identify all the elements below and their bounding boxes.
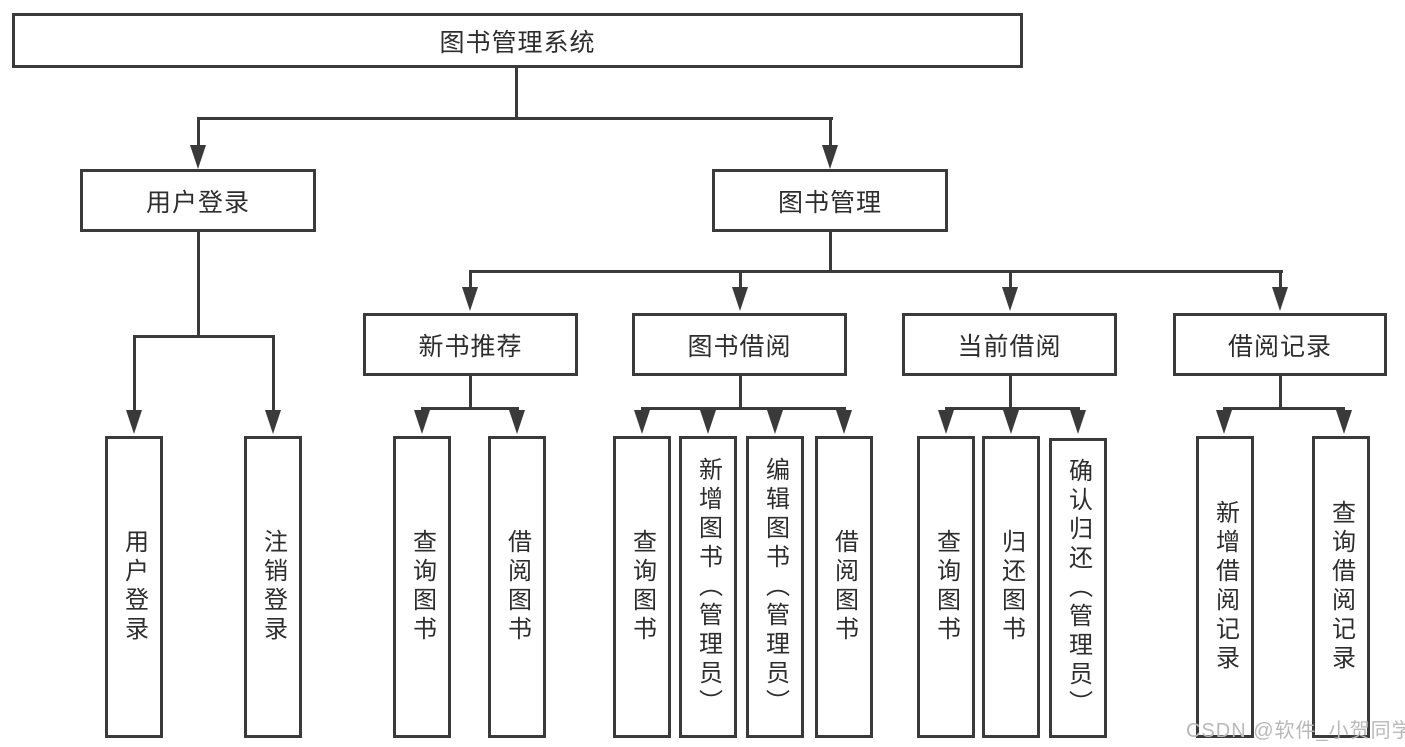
connector-bookmgmt-drop-3: [1009, 270, 1012, 289]
node-label: 图书借阅: [687, 332, 792, 361]
node-library-management-system: 图书管理系统: [12, 13, 1023, 68]
connector-records-stem: [1279, 376, 1282, 409]
arrowhead-down-icon: [509, 410, 525, 434]
leaf-label: 注销登录: [259, 529, 287, 645]
leaf-label: 用户登录: [120, 529, 148, 645]
connector-recommend-stem: [469, 376, 472, 409]
connector-root-drop-right: [829, 117, 832, 145]
connector-userlogin-drop-2: [272, 335, 275, 410]
connector-borrow-branch: [641, 407, 846, 410]
leaf-query-books-current: 查询图书: [917, 436, 975, 738]
arrowhead-down-icon: [265, 410, 281, 434]
node-book-borrow: 图书借阅: [632, 313, 847, 376]
arrowhead-down-icon: [126, 410, 142, 434]
arrowhead-down-icon: [1002, 287, 1018, 311]
leaf-label: 新增借阅记录: [1211, 500, 1239, 674]
leaf-add-book-admin: 新增图书（管理员）: [679, 436, 737, 738]
connector-bookmgmt-drop-1: [469, 270, 472, 289]
leaf-user-login: 用户登录: [105, 436, 163, 738]
arrowhead-down-icon: [732, 287, 748, 311]
leaf-query-books-recommend: 查询图书: [393, 436, 451, 738]
connector-records-branch: [1223, 407, 1345, 410]
node-label: 图书管理系统: [439, 28, 596, 57]
leaf-edit-book-admin: 编辑图书（管理员）: [746, 436, 804, 738]
leaf-query-books-borrow: 查询图书: [613, 436, 671, 738]
connector-current-stem: [1009, 376, 1012, 409]
leaf-label: 新增图书（管理员）: [694, 456, 722, 718]
arrowhead-down-icon: [1336, 410, 1352, 434]
node-label: 当前借阅: [957, 332, 1062, 361]
arrowhead-down-icon: [767, 410, 783, 434]
node-label: 借阅记录: [1227, 332, 1332, 361]
arrowhead-down-icon: [462, 287, 478, 311]
arrowhead-down-icon: [1003, 410, 1019, 434]
leaf-confirm-return-admin: 确认归还（管理员）: [1049, 438, 1107, 738]
node-label: 新书推荐: [418, 332, 523, 361]
leaf-label: 编辑图书（管理员）: [761, 456, 789, 718]
csdn-watermark: CSDN @软件_小贺同学: [1186, 720, 1405, 742]
node-current-borrow: 当前借阅: [902, 313, 1117, 376]
leaf-label: 查询图书: [628, 529, 656, 645]
leaf-label: 查询借阅记录: [1327, 500, 1355, 674]
connector-borrow-stem: [739, 376, 742, 409]
leaf-add-borrow-record: 新增借阅记录: [1196, 436, 1254, 738]
leaf-label: 归还图书: [997, 529, 1025, 645]
leaf-label: 借阅图书: [830, 529, 858, 645]
leaf-return-books: 归还图书: [982, 436, 1040, 738]
arrowhead-down-icon: [1216, 410, 1232, 434]
connector-bookmgmt-drop-2: [739, 270, 742, 289]
leaf-query-borrow-record: 查询借阅记录: [1312, 436, 1370, 738]
leaf-label: 查询图书: [932, 529, 960, 645]
connector-bookmgmt-stem: [829, 232, 832, 273]
connector-root-stem: [515, 68, 518, 118]
leaf-borrow-books-recommend: 借阅图书: [488, 436, 546, 738]
leaf-label: 借阅图书: [503, 529, 531, 645]
arrowhead-down-icon: [1070, 410, 1086, 434]
node-label: 图书管理: [777, 188, 882, 217]
connector-userlogin-drop-1: [133, 335, 136, 410]
arrowhead-down-icon: [414, 410, 430, 434]
leaf-borrow-books: 借阅图书: [815, 436, 873, 738]
connector-userlogin-stem: [197, 232, 200, 337]
leaf-logout: 注销登录: [244, 436, 302, 738]
arrowhead-down-icon: [190, 145, 206, 169]
arrowhead-down-icon: [938, 410, 954, 434]
arrowhead-down-icon: [822, 145, 838, 169]
connector-recommend-branch: [421, 407, 519, 410]
arrowhead-down-icon: [634, 410, 650, 434]
connector-root-branch: [197, 117, 833, 120]
node-user-login: 用户登录: [80, 169, 316, 232]
leaf-label: 查询图书: [408, 529, 436, 645]
connector-current-branch: [945, 407, 1080, 410]
connector-bookmgmt-branch: [469, 270, 1283, 273]
node-new-book-recommend: 新书推荐: [363, 313, 578, 376]
connector-bookmgmt-drop-4: [1279, 270, 1282, 289]
arrowhead-down-icon: [836, 410, 852, 434]
leaf-label: 确认归还（管理员）: [1064, 457, 1092, 719]
arrowhead-down-icon: [700, 410, 716, 434]
connector-root-drop-left: [197, 117, 200, 145]
connector-userlogin-branch: [133, 335, 275, 338]
node-label: 用户登录: [145, 188, 250, 217]
node-book-management: 图书管理: [712, 169, 948, 232]
arrowhead-down-icon: [1272, 287, 1288, 311]
node-borrow-records: 借阅记录: [1173, 313, 1387, 376]
